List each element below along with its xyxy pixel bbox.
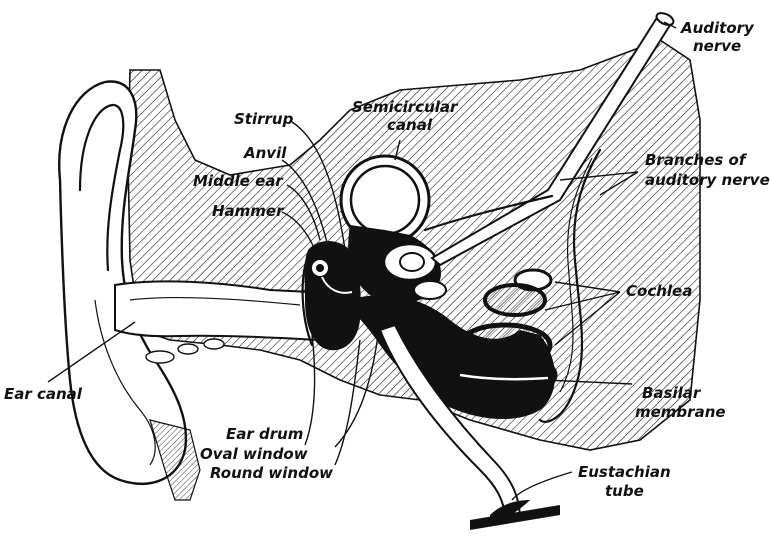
hammer-head xyxy=(316,264,324,272)
utricle xyxy=(414,281,446,299)
label-branches-2: auditory nerve xyxy=(645,171,770,189)
label-middle-ear: Middle ear xyxy=(193,172,284,190)
label-ear-canal: Ear canal xyxy=(4,385,83,403)
label-hammer: Hammer xyxy=(212,202,285,220)
label-basilar-2: membrane xyxy=(635,403,726,421)
label-branches-1: Branches of xyxy=(645,151,748,169)
semicircular-canal-inner xyxy=(351,166,419,234)
label-semicircular-2: canal xyxy=(387,116,433,134)
label-basilar-1: Basilar xyxy=(642,384,702,402)
label-eustachian-2: tube xyxy=(605,482,644,500)
label-cochlea: Cochlea xyxy=(626,282,692,300)
lead-eustachian xyxy=(512,472,572,500)
label-auditory-nerve-2: nerve xyxy=(693,37,741,55)
label-stirrup: Stirrup xyxy=(234,110,294,128)
ear-canal-shape xyxy=(115,281,320,340)
label-oval-window: Oval window xyxy=(200,445,308,463)
bone-cavity-1 xyxy=(146,351,174,363)
label-ear-drum: Ear drum xyxy=(226,425,303,443)
label-semicircular-1: Semicircular xyxy=(352,98,459,116)
bone-cavity-3 xyxy=(204,339,224,349)
label-anvil: Anvil xyxy=(243,144,287,162)
label-auditory-nerve-1: Auditory xyxy=(680,19,755,37)
label-eustachian-1: Eustachian xyxy=(578,463,671,481)
label-round-window: Round window xyxy=(210,464,333,482)
vestibule-core xyxy=(400,253,424,271)
cochlea-coil-2 xyxy=(485,285,545,315)
bone-cavity-2 xyxy=(178,344,198,354)
